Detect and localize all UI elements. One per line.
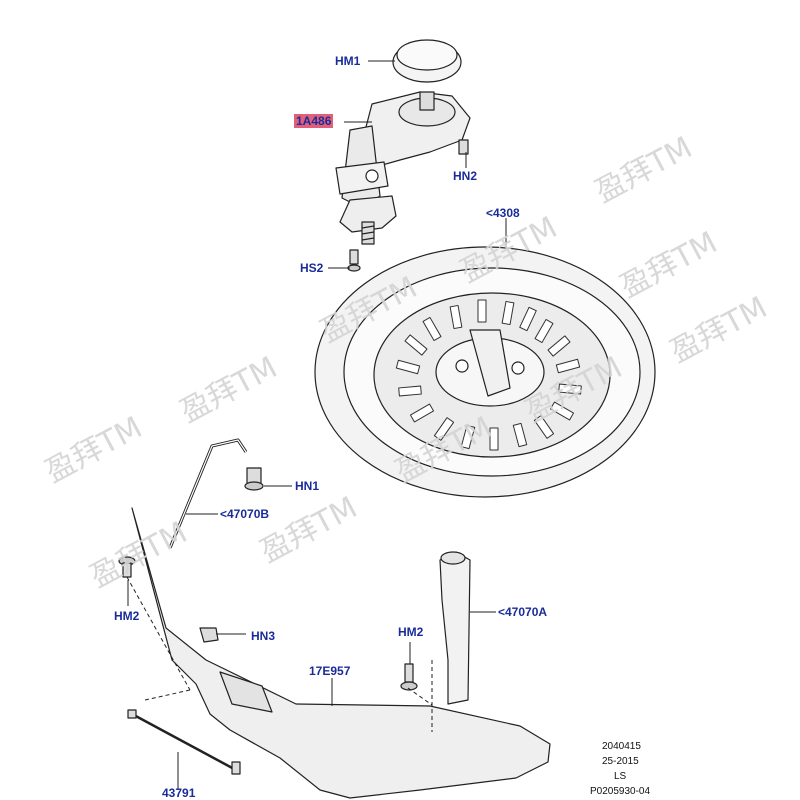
rod-47070b-drawing — [168, 438, 248, 549]
callout-17e957: 17E957 — [309, 664, 351, 678]
screw-hm2-left-drawing — [118, 556, 136, 578]
callout-4308: <4308 — [486, 206, 520, 220]
reference-date-code: 2040415 — [602, 741, 641, 752]
callout-hm2-left: HM2 — [114, 609, 140, 623]
reference-part-number: P0205930-04 — [590, 786, 651, 797]
callout-47070b: <47070B — [220, 507, 270, 521]
callout-hn3: HN3 — [251, 629, 276, 643]
nut-hn2-drawing — [458, 139, 469, 155]
callout-43791: 43791 — [162, 786, 196, 800]
spare-wheel-4308-drawing — [314, 246, 656, 498]
callout-47070a: <47070A — [498, 605, 548, 619]
cap-hm1-drawing — [392, 39, 462, 83]
rod-47070a-drawing — [439, 551, 471, 705]
callout-hn2: HN2 — [453, 169, 478, 183]
screw-hs2-drawing — [347, 249, 361, 272]
cover-17e957-drawing — [131, 507, 551, 799]
bracket-1a486-drawing — [335, 91, 471, 245]
reference-revision: 25-2015 — [602, 756, 639, 767]
callout-hm1: HM1 — [335, 54, 361, 68]
strap-43791-drawing — [127, 709, 241, 775]
callout-hm2-right: HM2 — [398, 625, 424, 639]
callout-hs2: HS2 — [300, 261, 324, 275]
callout-hn1: HN1 — [295, 479, 320, 493]
callout-1a486: 1A486 — [294, 114, 334, 128]
screw-hm2-right-drawing — [400, 663, 418, 691]
clip-hn3-drawing — [199, 627, 219, 643]
reference-ls: LS — [614, 771, 627, 782]
nut-hn1-drawing — [244, 467, 264, 491]
